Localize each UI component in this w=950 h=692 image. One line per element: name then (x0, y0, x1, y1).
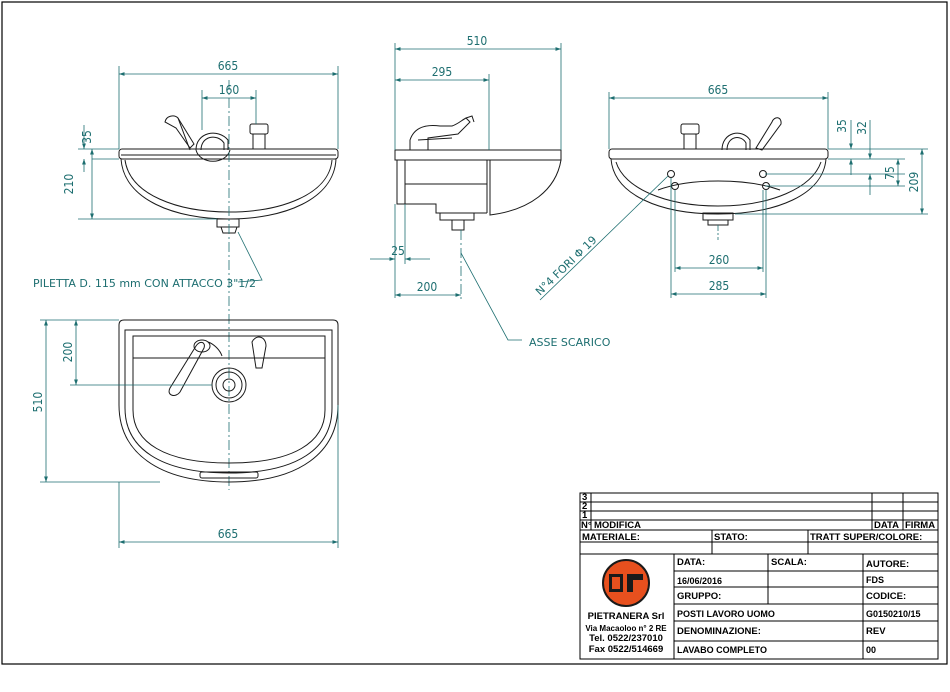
company-name: PIETRANERA Srl (588, 611, 665, 622)
company-logo-icon (602, 559, 650, 607)
dim-side-drain-offset: 200 (417, 280, 438, 294)
dim-side-tap-offset: 295 (432, 65, 453, 79)
dim-top-width: 665 (218, 527, 239, 541)
dim-top-depth: 510 (31, 392, 45, 413)
autore-value: FDS (866, 575, 884, 585)
back-view-dimensions (539, 92, 928, 301)
autore-label: AUTORE: (866, 559, 909, 570)
materiale-label: MATERIALE: (582, 532, 640, 543)
header-modifica: MODIFICA (594, 520, 641, 531)
top-view (118, 319, 339, 483)
stato-label: STATO: (714, 532, 748, 543)
front-view-dimensions (78, 66, 339, 490)
tratt-label: TRATT SUPER/COLORE: (810, 532, 922, 543)
note-mounting-holes: N°4 FORI Φ 19 (533, 233, 599, 298)
header-n: N° (581, 520, 592, 531)
company-address: Via Macaoloo n° 2 RE (585, 624, 667, 633)
rev-row-1: 1 (582, 510, 588, 521)
rev-row-2: 2 (582, 501, 587, 512)
data-label: DATA: (677, 557, 705, 568)
dim-front-width: 665 (218, 59, 239, 73)
front-view (118, 115, 339, 234)
dim-top-drain-offset: 200 (61, 342, 75, 363)
dim-back-holes-260: 260 (709, 253, 730, 267)
rev-label: REV (866, 626, 886, 637)
side-view-dimensions (370, 43, 562, 341)
dim-front-height: 210 (62, 174, 76, 195)
company-tel: Tel. 0522/237010 (589, 633, 663, 644)
dim-back-height: 209 (907, 172, 921, 193)
side-view (394, 115, 562, 231)
rev-row-3: 3 (582, 492, 587, 503)
dim-back-rim-35: 35 (835, 119, 849, 133)
header-data: DATA (874, 520, 899, 531)
codice-value: G0150210/15 (866, 609, 921, 619)
top-view-dimensions (40, 319, 339, 548)
denominazione-value: LAVABO COMPLETO (677, 645, 767, 655)
sheet-border (1, 1, 948, 665)
dim-back-width: 665 (708, 83, 729, 97)
title-block: 3 2 1 N° MODIFICA DATA FIRMA MATERIALE: … (579, 492, 939, 660)
rev-value: 00 (866, 645, 876, 655)
company-fax: Fax 0522/514669 (589, 644, 663, 655)
dim-front-rim-height: 35 (80, 130, 94, 144)
denominazione-label: DENOMINAZIONE: (677, 626, 761, 637)
dim-back-rim-32: 32 (855, 121, 869, 135)
dim-side-depth: 510 (467, 34, 488, 48)
scala-label: SCALA: (771, 557, 807, 568)
dim-front-tap-spacing: 160 (219, 83, 240, 97)
note-drain-axis: ASSE SCARICO (529, 336, 611, 349)
dim-back-hole-height: 75 (883, 166, 897, 180)
note-drain-fitting: PILETTA D. 115 mm CON ATTACCO 3"1/2 (33, 277, 256, 290)
gruppo-value: POSTI LAVORO UOMO (677, 609, 775, 619)
header-firma: FIRMA (905, 520, 935, 531)
back-view (608, 117, 829, 226)
dim-side-wall-gap: 25 (391, 244, 405, 258)
dim-back-holes-285: 285 (709, 279, 730, 293)
codice-label: CODICE: (866, 591, 906, 602)
gruppo-label: GRUPPO: (677, 591, 721, 602)
data-value: 16/06/2016 (677, 576, 722, 586)
